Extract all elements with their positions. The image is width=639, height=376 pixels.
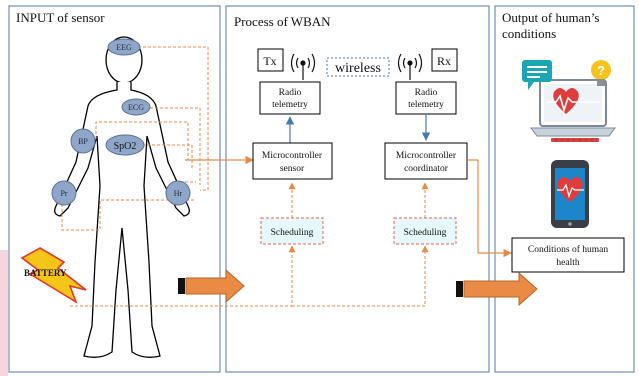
scheduling-left-label: Scheduling xyxy=(271,228,314,238)
battery-to-scheduling-right xyxy=(292,245,429,307)
ecg-sensor xyxy=(121,98,151,116)
microcontroller-coordinator-box xyxy=(384,142,468,180)
scheduling-right-label: Scheduling xyxy=(404,228,447,238)
spo2-sensor xyxy=(105,134,145,156)
radio-telemetry-rx-line2: telemetry xyxy=(408,100,444,110)
scheduling-right-box xyxy=(393,217,457,245)
hr-label: Hr xyxy=(174,189,183,198)
wireless-label: wireless xyxy=(335,61,381,76)
tx-label: Tx xyxy=(263,54,276,68)
antenna-icon xyxy=(290,53,316,80)
radio-telemetry-rx-box xyxy=(395,81,457,115)
antenna-icon xyxy=(397,53,423,80)
microcontroller-sensor-line2: sensor xyxy=(280,164,305,174)
microcontroller-sensor-box xyxy=(252,142,333,180)
conditions-line1: Conditions of human xyxy=(528,244,608,255)
scheduling-left-box xyxy=(260,217,324,245)
edge-decoration xyxy=(0,250,8,376)
pr-label: Pr xyxy=(60,189,67,198)
conditions-box xyxy=(511,237,625,273)
rx-label: Rx xyxy=(437,54,451,68)
tx-box xyxy=(257,48,284,72)
radio-telemetry-tx-line1: Radio xyxy=(279,88,302,98)
radio-telemetry-rx-line1: Radio xyxy=(415,88,438,98)
hr-sensor xyxy=(165,180,191,206)
microcontroller-coordinator-line2: coordinator xyxy=(404,164,449,174)
pr-sensor xyxy=(51,180,77,206)
big-arrow-process-to-output xyxy=(456,271,538,307)
conditions-line2: health xyxy=(556,258,579,268)
output-panel-title-line1: Output of human’s xyxy=(502,10,600,25)
battery-label: BATTERY xyxy=(24,268,67,278)
radio-telemetry-tx-box xyxy=(259,81,321,115)
svg-text:?: ? xyxy=(597,63,605,78)
chat-bubble-icon xyxy=(522,60,552,90)
spo2-label: SpO2 xyxy=(114,141,137,152)
ecg-label: ECG xyxy=(128,103,144,112)
laptop-heart-icon xyxy=(530,79,616,142)
phone-heart-icon xyxy=(551,160,589,228)
input-panel-title: INPUT of sensor xyxy=(16,10,105,25)
big-arrow-input-to-process xyxy=(178,268,245,304)
process-panel-title: Process of WBAN xyxy=(234,14,331,29)
battery-bolt-icon xyxy=(20,247,87,304)
bp-sensor xyxy=(70,128,96,154)
wireless-box xyxy=(326,57,390,77)
eeg-sensor xyxy=(107,38,141,56)
output-panel-title-line2: conditions xyxy=(502,26,556,41)
eeg-label: EEG xyxy=(116,43,132,52)
coordinator-to-conditions-arrow xyxy=(467,159,512,258)
microcontroller-coordinator-line1: Microcontroller xyxy=(396,151,457,161)
radio-telemetry-tx-line2: telemetry xyxy=(272,100,308,110)
rx-box xyxy=(431,48,458,72)
lightbulb-icon: ? xyxy=(591,60,611,86)
microcontroller-sensor-line1: Microcontroller xyxy=(262,151,323,161)
bp-label: BP xyxy=(78,137,88,146)
